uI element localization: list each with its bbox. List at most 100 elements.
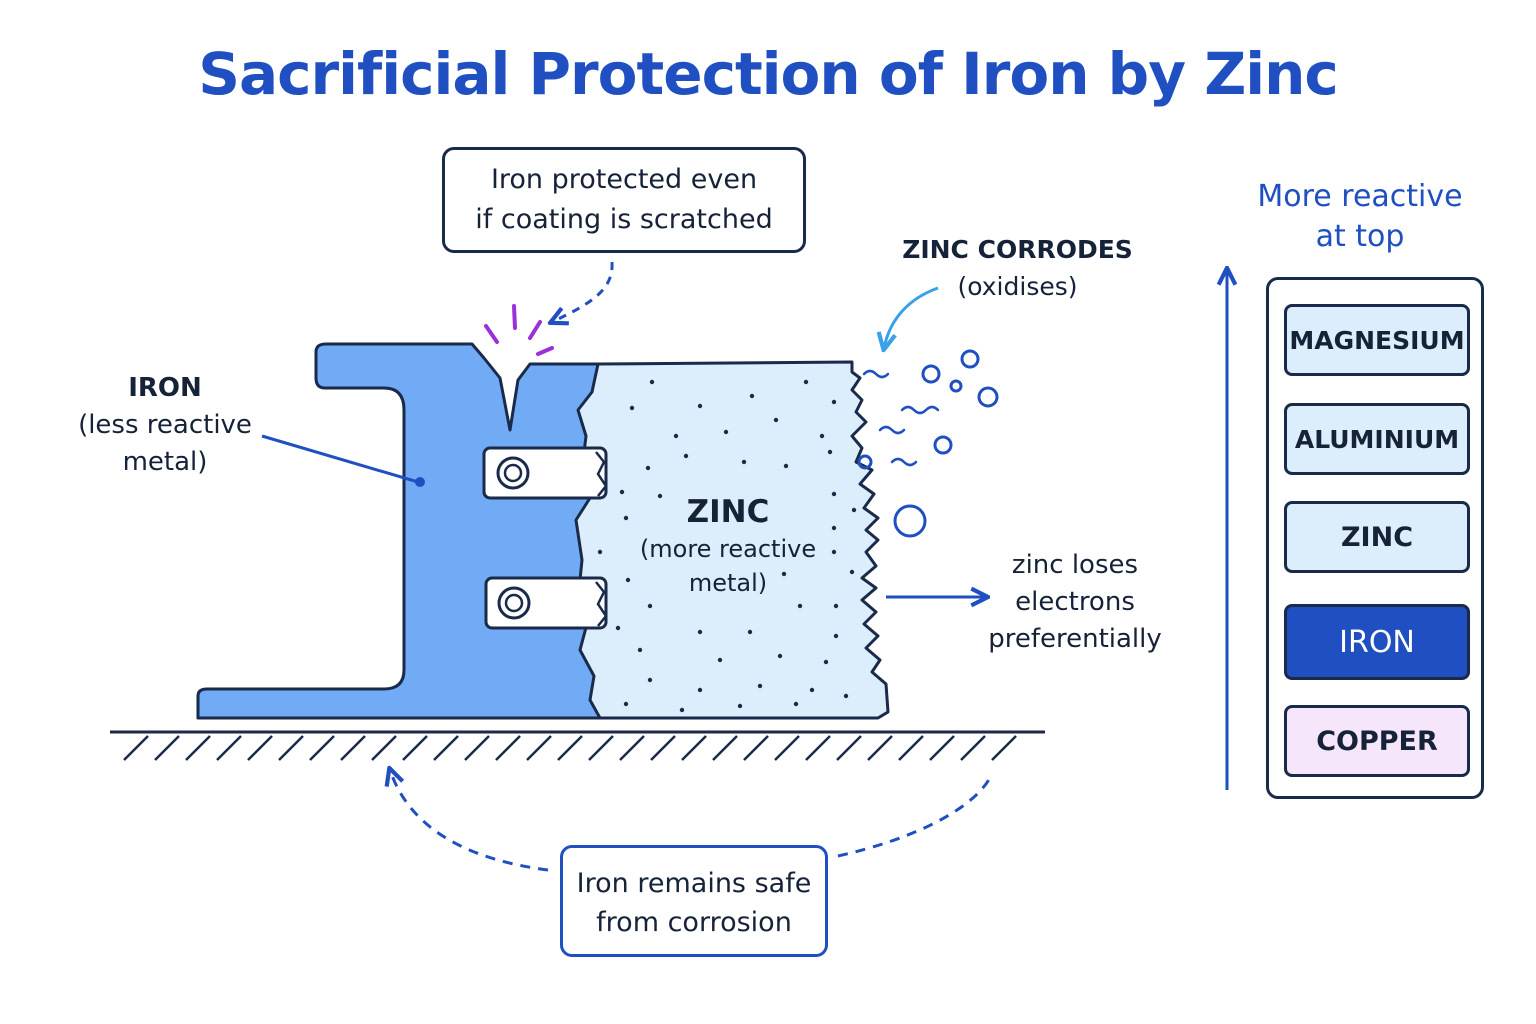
ground-hatch-line (464, 735, 490, 761)
corrosion-wavy-lines (862, 369, 940, 467)
corrodes-label: ZINC CORRODES (oxidises) (895, 231, 1140, 305)
ground-hatch-line (867, 735, 893, 761)
zinc-speckle (831, 549, 837, 555)
zinc-speckle (831, 525, 837, 531)
zinc-speckle (619, 489, 625, 495)
zinc-speckle (773, 417, 779, 423)
zinc-speckle (823, 659, 829, 665)
clamp-bottom (484, 576, 608, 630)
safe-callout-line-2: from corrosion (596, 907, 792, 938)
zinc-label-name: ZINC (686, 494, 770, 530)
corrosion-bubbles (857, 349, 999, 538)
zinc-label-detail-1: (more reactive (639, 535, 817, 563)
zinc-speckle (843, 693, 849, 699)
ground-hatch-line (526, 735, 552, 761)
ground-hatch-line (340, 735, 366, 761)
reactivity-title: More reactive at top (1235, 177, 1485, 257)
iron-pointer-line (261, 434, 419, 484)
scratch-arrow (552, 261, 614, 322)
corrodes-label-name: ZINC CORRODES (902, 235, 1133, 264)
zinc-speckle (623, 701, 629, 707)
safe-arrow-left (390, 770, 549, 872)
scratch-callout-line-2: if coating is scratched (475, 204, 773, 235)
ground-hatch-line (123, 735, 149, 761)
corrodes-arrow (884, 286, 939, 348)
zinc-label: ZINC (more reactive metal) (628, 492, 828, 600)
scratch-callout-line-1: Iron protected even (490, 164, 758, 195)
electrons-label-line-1: zinc loses (1011, 550, 1139, 580)
zinc-speckle (741, 459, 747, 465)
ground-hatch-line (898, 735, 924, 761)
metal-copper: COPPER (1284, 705, 1470, 777)
zinc-speckle (827, 449, 833, 455)
ground-hatch-line (402, 735, 428, 761)
zinc-speckle (637, 647, 643, 653)
iron-label-detail-2: metal) (122, 447, 208, 477)
zinc-speckle (777, 653, 783, 659)
electrons-label-line-3: preferentially (988, 624, 1162, 654)
metal-copper-label: COPPER (1316, 725, 1438, 757)
zinc-speckle (615, 625, 621, 631)
metal-iron-label: IRON (1339, 624, 1415, 660)
metal-magnesium-label: MAGNESIUM (1289, 325, 1465, 355)
ground-hatch-line (154, 735, 180, 761)
zinc-speckle (831, 399, 837, 405)
zinc-speckle (809, 687, 815, 693)
zinc-speckle (697, 403, 703, 409)
ground-hatch-line (588, 735, 614, 761)
zinc-speckle (717, 657, 723, 663)
metal-aluminium-label: ALUMINIUM (1294, 424, 1460, 454)
ground-hatch-line (650, 735, 676, 761)
ground-hatch-line (743, 735, 769, 761)
zinc-speckle (737, 703, 743, 709)
ground-hatch-line (309, 735, 335, 761)
zinc-speckle (647, 603, 653, 609)
metal-zinc-label: ZINC (1340, 521, 1414, 553)
safe-callout: Iron remains safe from corrosion (560, 845, 828, 957)
zinc-speckle (793, 701, 799, 707)
ground-hatch-line (216, 735, 242, 761)
ground-hatch-line (774, 735, 800, 761)
iron-label: IRON (less reactive metal) (70, 370, 260, 481)
clamp-top (482, 446, 608, 500)
iron-label-detail-1: (less reactive (78, 410, 252, 440)
ground-hatch-line (619, 735, 645, 761)
safe-callout-line-1: Iron remains safe (576, 868, 812, 899)
zinc-speckle (645, 465, 651, 471)
zinc-speckle (803, 379, 809, 385)
zinc-speckle (749, 393, 755, 399)
zinc-speckle (849, 569, 855, 575)
zinc-speckle (723, 429, 729, 435)
ground-hatch-line (185, 735, 211, 761)
ground-hatch-line (247, 735, 273, 761)
page-title: Sacrificial Protection of Iron by Zinc (198, 40, 1339, 108)
ground-hatch-line (929, 735, 955, 761)
zinc-speckle (683, 453, 689, 459)
zinc-speckle (657, 493, 663, 499)
metal-iron: IRON (1284, 604, 1470, 680)
iron-label-name: IRON (128, 373, 202, 403)
zinc-speckle (647, 677, 653, 683)
iron-pointer-dot (415, 477, 425, 487)
reactivity-title-line-2: at top (1315, 219, 1405, 254)
zinc-speckle (697, 687, 703, 693)
ground-hatch-line (433, 735, 459, 761)
zinc-speckle (623, 515, 629, 521)
ground-hatch-line (371, 735, 397, 761)
zinc-speckle (679, 707, 685, 713)
zinc-speckle (747, 629, 753, 635)
ground-hatch-line (960, 735, 986, 761)
zinc-speckle (797, 603, 803, 609)
reactivity-title-line-1: More reactive (1257, 179, 1463, 214)
zinc-speckle (673, 433, 679, 439)
zinc-speckle (819, 433, 825, 439)
electrons-label: zinc loses electrons preferentially (975, 547, 1175, 658)
ground-hatch-line (557, 735, 583, 761)
ground (110, 730, 1045, 761)
zinc-speckle (781, 571, 787, 577)
scratch-callout: Iron protected even if coating is scratc… (442, 147, 806, 253)
scratch-spark-icon (484, 304, 554, 356)
zinc-label-detail-2: metal) (688, 569, 768, 597)
zinc-speckle (851, 507, 857, 513)
